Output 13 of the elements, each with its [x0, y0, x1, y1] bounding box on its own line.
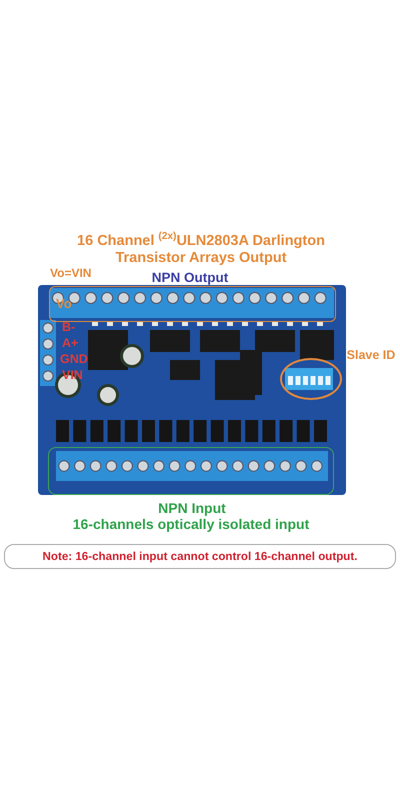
pin-label: VIN	[62, 368, 83, 382]
pin-label: Vo	[56, 296, 72, 311]
callout-label: Slave ID	[346, 348, 396, 362]
pin-label: GND	[60, 352, 88, 366]
pin-label: Vo=VIN	[50, 266, 92, 280]
note-box	[4, 544, 396, 569]
section-label: NPN Output	[150, 270, 230, 286]
pin-label: A+	[62, 336, 78, 350]
pin-label: B-	[62, 320, 76, 334]
note-text: Note: 16-channel input cannot control 16-channel output.	[42, 550, 358, 564]
heading: 16 Channel $^{(2x)}$ULN2803A Darlington Transistor Arrays Output	[76, 231, 326, 266]
section-label: 16-channels optically isolated input	[72, 516, 310, 532]
section-label: NPN Input	[157, 500, 227, 516]
